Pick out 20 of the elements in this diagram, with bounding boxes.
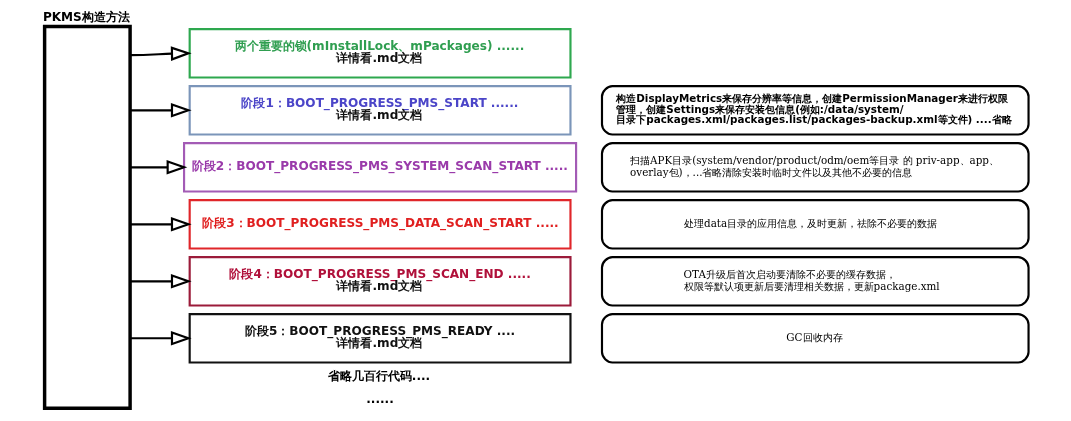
node-box: 处理data目录的应用信息，及时更新，祛除不必要的数据: [600, 199, 1030, 250]
node-box: 阶段4：BOOT_PROGRESS_PMS_SCAN_END ..... 详情看.md文档: [188, 256, 572, 307]
node-box: 扫描APK目录(system/vendor/product/odm/oem等目录 的 priv-app、app、overlay包)，...省略清除安装时临时文件以及其他不必要的信息: [600, 142, 1030, 193]
arrow: [129, 331, 192, 346]
node-box: 阶段3：BOOT_PROGRESS_PMS_DATA_SCAN_START .....: [188, 199, 572, 250]
node-box: 阶段1：BOOT_PROGRESS_PMS_START ...... 详情看.md文档: [188, 85, 572, 136]
node-box: OTA升级后首次启动要清除不必要的缓存数据，权限等默认项更新后要清理相关数据，更新package.xml: [600, 256, 1030, 307]
node-label: PKMS构造方法: [42, 9, 130, 24]
label: ......: [366, 391, 394, 406]
node-box: [42, 24, 132, 410]
node-box: GC回收内存: [600, 313, 1030, 364]
node-box: 阶段2：BOOT_PROGRESS_PMS_SYSTEM_SCAN_START .....: [183, 142, 578, 193]
arrow: [129, 274, 192, 289]
arrow: [129, 103, 192, 118]
node-box: 阶段5：BOOT_PROGRESS_PMS_READY .... 详情看.md文档: [188, 313, 572, 364]
arrow: [129, 217, 192, 232]
node-box: 两个重要的锁(mInstallLock、mPackages) ...... 详情看.md文档: [188, 28, 572, 79]
arrow: [129, 46, 192, 61]
node-box: 构造DisplayMetrics来保存分辨率等信息，创建PermissionManager来进行权限管理，创建Settings来保存安装包信息(例如:/data/system/目录下packages.xml/packages.list/packages-backup.xml等文件) ....省略: [600, 85, 1030, 136]
arrow: [129, 160, 188, 175]
